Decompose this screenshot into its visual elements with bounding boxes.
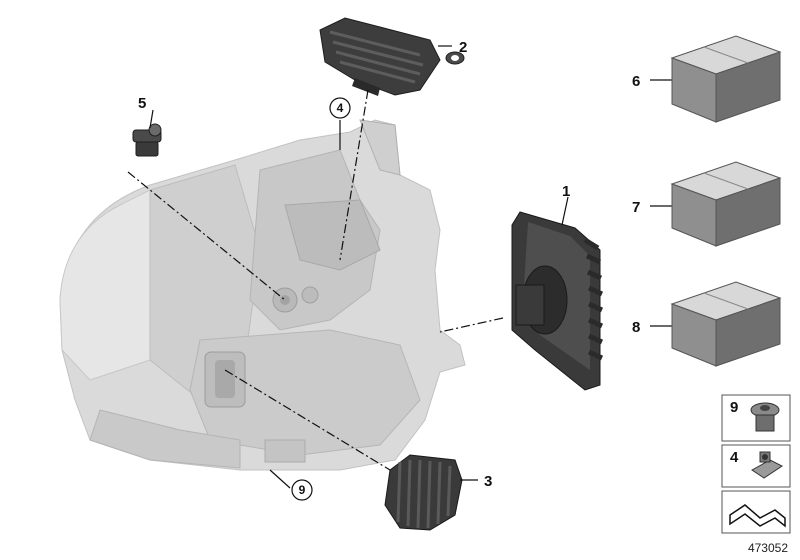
small-parts-legend: 9 4 [721,394,791,534]
callout-7: 7 [632,199,640,216]
box-8 [670,281,782,367]
part-3-heat-sink [384,454,463,531]
callout-4-circled: 4 [337,101,344,115]
leader-lines [127,45,672,489]
callout-8: 8 [632,319,640,336]
callout-6: 6 [632,73,640,90]
legend-label-4: 4 [730,449,739,466]
callout-3: 3 [484,473,492,490]
clip-nut-icon [750,402,780,432]
part-1-led-module [511,211,604,391]
callout-5: 5 [138,95,146,112]
headlight-housing [59,119,466,471]
legend-label-9: 9 [730,399,738,416]
speed-nut-icon [751,451,783,479]
box-6 [670,35,782,123]
callout-1: 1 [562,183,570,200]
part-5-plug [132,123,162,157]
document-number: 473052 [748,541,788,555]
bracket-icon [729,504,786,528]
callouts: 2 1 3 5 6 7 8 4 9 [138,39,640,501]
box-7 [670,161,782,247]
callout-2: 2 [459,39,467,56]
callout-9-circled: 9 [299,483,306,497]
part-2-control-unit [319,17,465,96]
